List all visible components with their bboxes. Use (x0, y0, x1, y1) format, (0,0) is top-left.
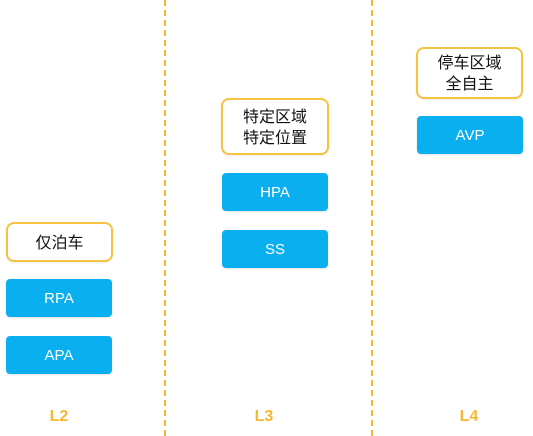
level-label-l3: L3 (254, 408, 274, 425)
scenario-box-l3: 特定区域 特定位置 (221, 98, 329, 155)
feature-apa: APA (6, 336, 112, 374)
scenario-text-l2-line1: 仅泊车 (35, 232, 84, 252)
scenario-text-l3-line1: 特定区域 (242, 106, 307, 126)
column-divider-l2-l3 (164, 0, 166, 436)
feature-avp: AVP (417, 116, 523, 154)
scenario-text-l3-line2: 特定位置 (242, 127, 307, 147)
feature-label-rpa: RPA (44, 289, 74, 307)
feature-hpa: HPA (222, 173, 328, 211)
level-label-l2: L2 (49, 408, 69, 425)
feature-label-ss: SS (264, 240, 285, 258)
level-label-l4: L4 (459, 408, 479, 425)
feature-rpa: RPA (6, 279, 112, 317)
scenario-text-l4-line2: 全自主 (445, 74, 494, 93)
feature-label-hpa: HPA (260, 183, 290, 201)
scenario-box-l2: 仅泊车 (6, 222, 113, 262)
feature-ss: SS (222, 230, 328, 268)
feature-label-avp: AVP (455, 126, 485, 144)
feature-label-apa: APA (44, 346, 74, 364)
scenario-box-l4: 停车区域 全自主 (416, 47, 523, 99)
column-divider-l3-l4 (371, 0, 373, 436)
scenario-text-l4-line1: 停车区域 (437, 53, 502, 72)
